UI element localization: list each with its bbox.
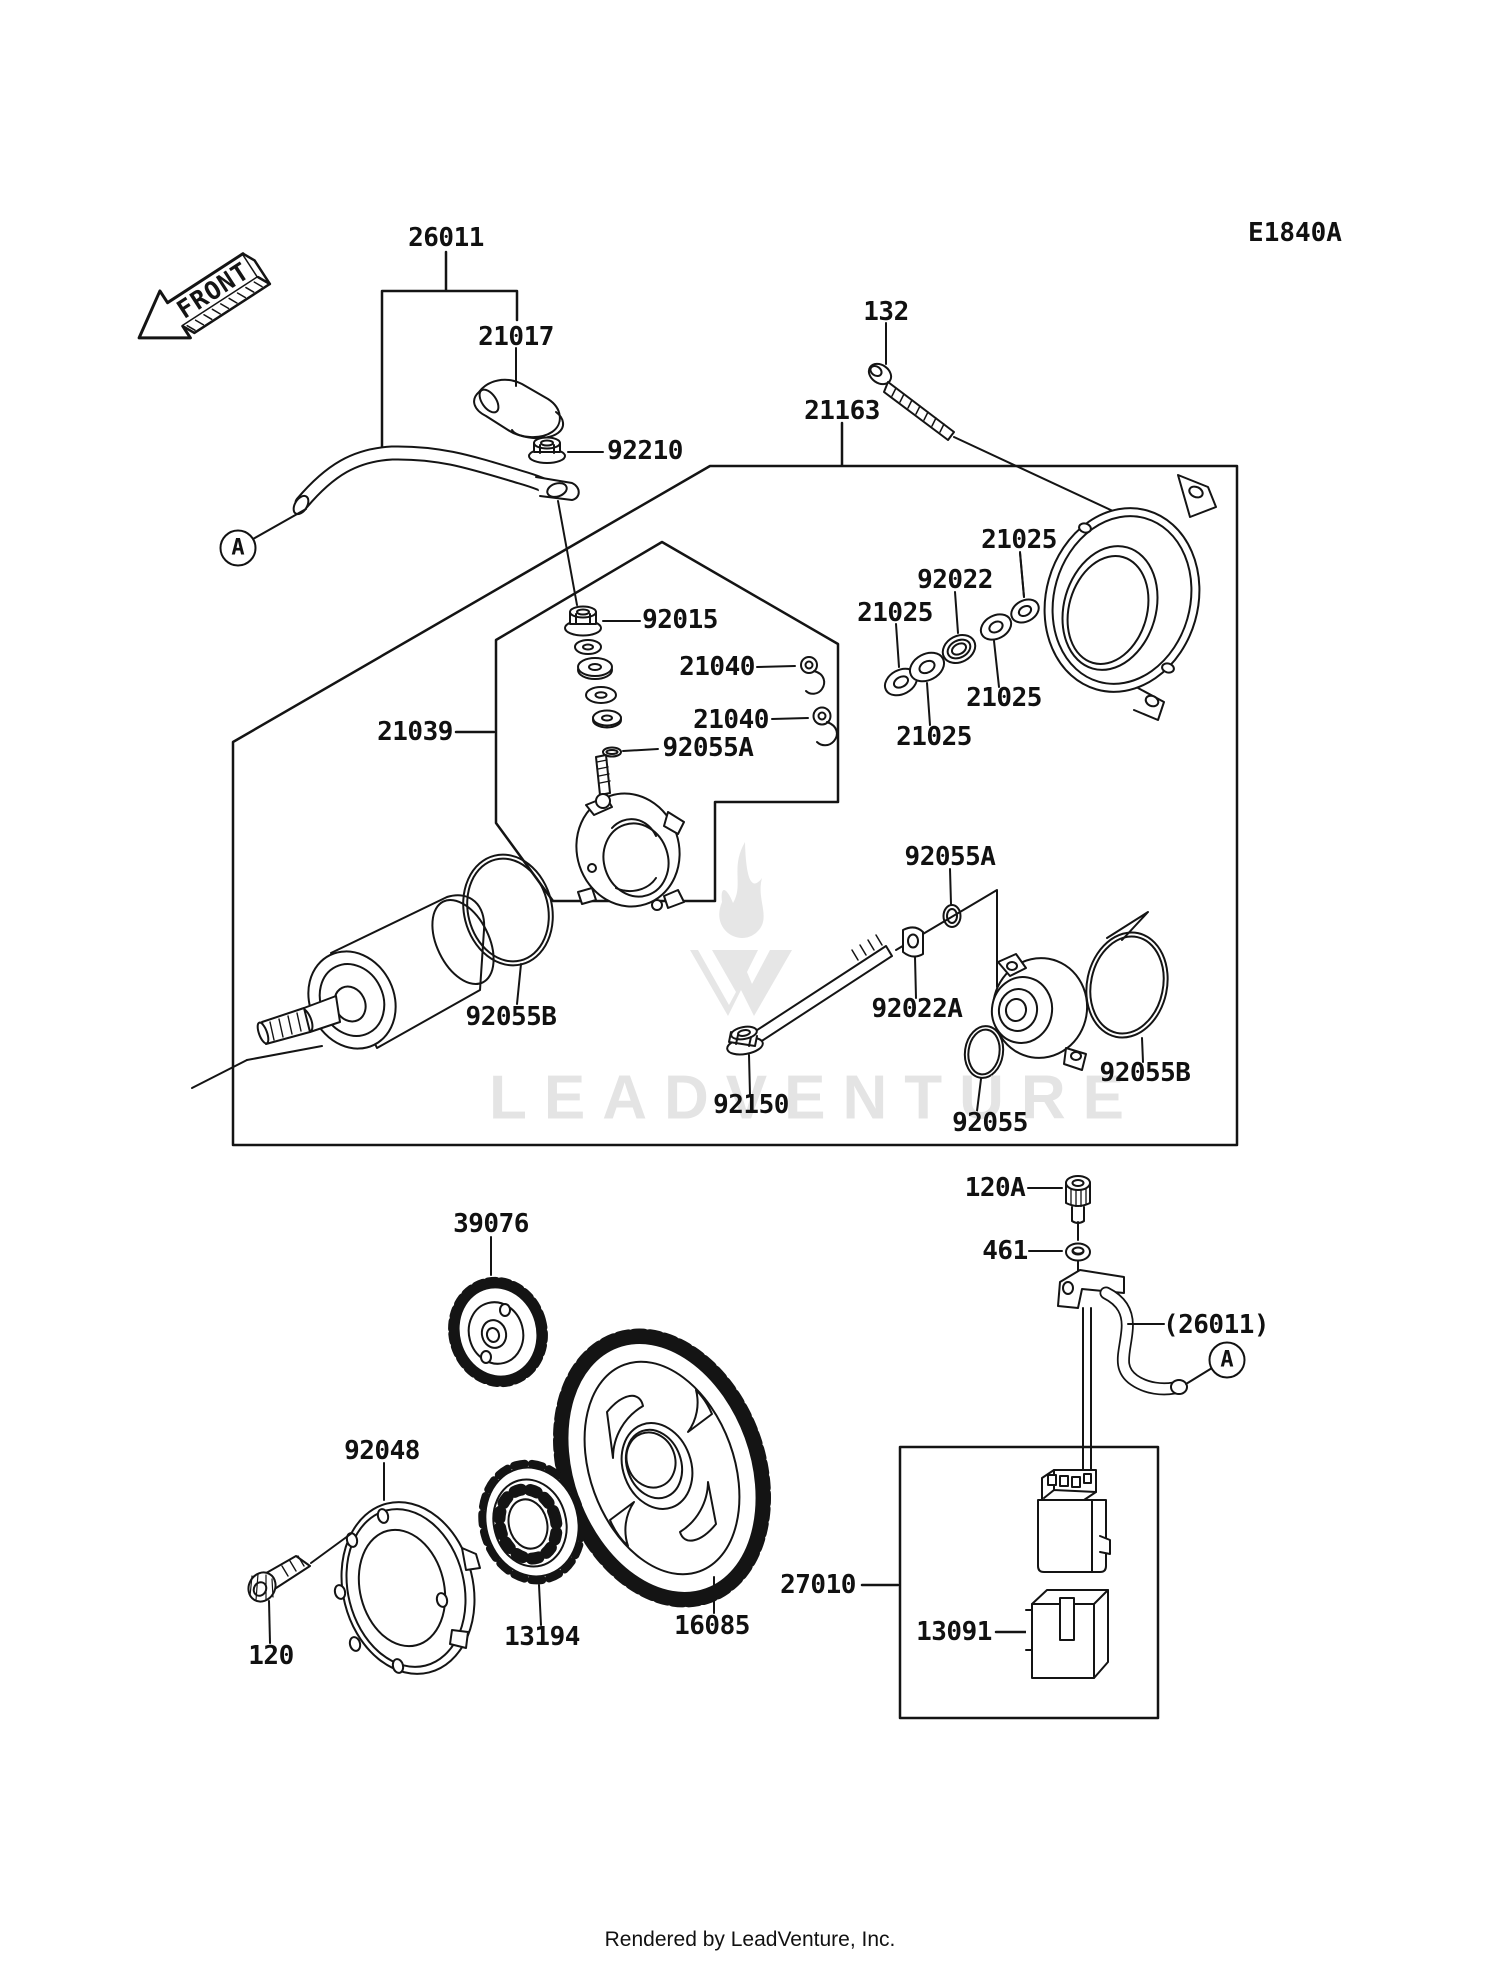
part-label-21040-lower: 21040 <box>693 705 769 735</box>
clutch-13194 <box>478 1459 586 1626</box>
part-label-92055A-mid: 92055A <box>904 842 996 872</box>
relay-box-27010 <box>860 1445 1160 1720</box>
assembly-box-21163 <box>231 421 1239 1147</box>
relay-strap <box>1057 1269 1125 1473</box>
watermark-logo <box>690 842 792 1016</box>
part-label-92055: 92055 <box>952 1108 1028 1138</box>
brush-holder-assembly <box>575 754 685 911</box>
part-label-120: 120 <box>248 1641 294 1671</box>
direction-arrow-mark <box>1106 911 1149 941</box>
part-label-92150: 92150 <box>713 1090 789 1120</box>
armature-motor <box>191 894 495 1089</box>
starter-relay <box>1037 1469 1111 1573</box>
bolt-120A <box>1027 1175 1091 1224</box>
plate-92022A <box>902 926 924 999</box>
part-label-92210: 92210 <box>607 436 683 466</box>
battery-cable-bottom <box>1099 1286 1213 1396</box>
part-label-92022A: 92022A <box>871 994 963 1024</box>
terminal-nut-and-washers <box>564 605 659 758</box>
oring-92055B-left <box>462 853 554 1005</box>
thrust-washer-set <box>883 552 1040 726</box>
nut-92210 <box>528 436 604 464</box>
part-label-21163: 21163 <box>804 396 880 426</box>
part-label-13194: 13194 <box>504 1622 580 1652</box>
battery-cable-top <box>252 445 580 606</box>
front-direction-arrow: FRONT <box>137 252 272 340</box>
oring-92055A-mid <box>942 868 962 928</box>
part-label-92015: 92015 <box>642 605 718 635</box>
end-cap-housing <box>1043 474 1217 721</box>
part-label-21025-top: 21025 <box>981 525 1057 555</box>
oring-92055B-right <box>1085 931 1169 1063</box>
part-label-21025-right: 21025 <box>966 683 1042 713</box>
gear-39076 <box>448 1236 548 1388</box>
part-label-92055B-left: 92055B <box>465 1002 557 1032</box>
part-label-120A: 120A <box>964 1173 1026 1203</box>
hub-assembly <box>990 953 1089 1071</box>
boot-21017 <box>473 347 564 440</box>
part-label-21025-left: 21025 <box>857 598 933 628</box>
diagram-code: E1840A <box>1248 218 1342 248</box>
part-label-132: 132 <box>863 297 909 327</box>
bolt-120 <box>247 1532 353 1644</box>
footer-credit: Rendered by LeadVenture, Inc. <box>604 1928 896 1951</box>
part-label-21040-upper: 21040 <box>679 652 755 682</box>
gear-16085 <box>553 1328 771 1614</box>
part-label-16085: 16085 <box>674 1611 750 1641</box>
part-label-21025-bottom: 21025 <box>896 722 972 752</box>
through-bolt-92150 <box>726 889 998 1096</box>
part-label-27010: 27010 <box>780 1570 856 1600</box>
part-label-21039: 21039 <box>377 717 453 747</box>
leader-lines <box>1019 551 1025 598</box>
callout-A-bottom: A <box>1208 1341 1246 1379</box>
washer-461 <box>1028 1221 1091 1277</box>
part-label-13091: 13091 <box>916 1617 992 1647</box>
part-label-26011: 26011 <box>408 223 484 253</box>
part-label-92055A-left: 92055A <box>662 733 754 763</box>
relay-holder-13091 <box>1025 1589 1109 1679</box>
bracket-26011 <box>380 250 519 454</box>
oring-92055 <box>963 1025 1005 1112</box>
part-label-26011-ref: (26011) <box>1162 1310 1270 1340</box>
part-label-92022: 92022 <box>917 565 993 595</box>
screw-132 <box>867 322 1159 533</box>
part-label-461: 461 <box>982 1236 1028 1266</box>
part-label-92055B-right: 92055B <box>1099 1058 1191 1088</box>
callout-A-top: A <box>219 529 257 567</box>
part-label-92048: 92048 <box>344 1436 420 1466</box>
part-label-21017: 21017 <box>478 322 554 352</box>
flange-92048 <box>333 1462 481 1675</box>
subassembly-box-21039 <box>454 540 840 903</box>
watermark-text: LEADVENTURE <box>488 1063 1142 1133</box>
part-label-39076: 39076 <box>453 1209 529 1239</box>
brush-hooks-21040 <box>756 656 838 747</box>
